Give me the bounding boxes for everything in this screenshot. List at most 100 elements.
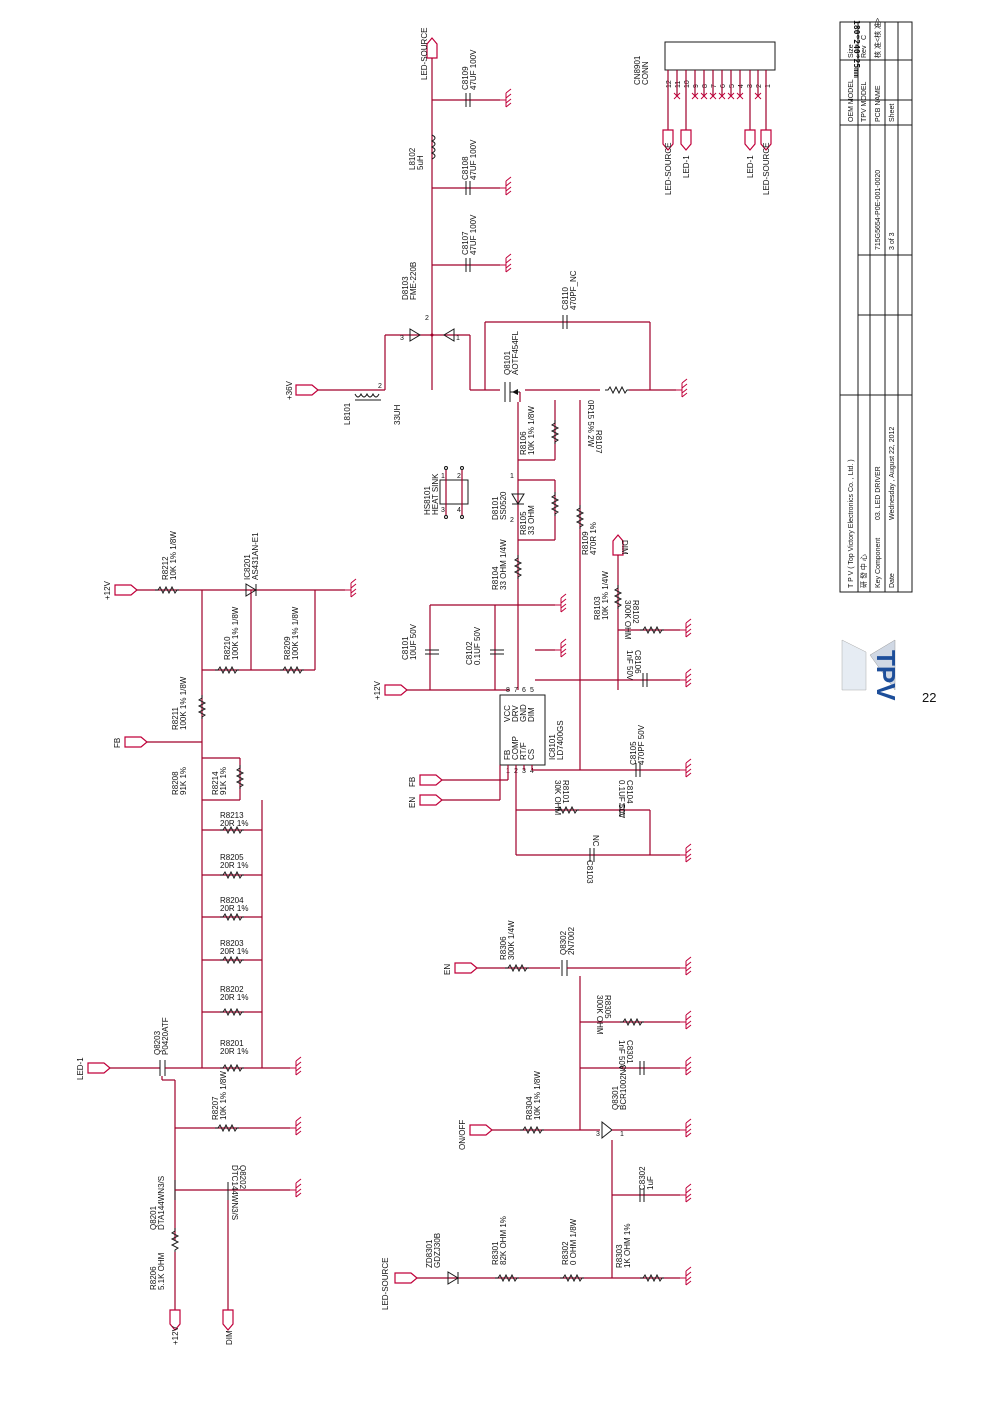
svg-text:7: 7	[514, 687, 518, 694]
svg-text:3: 3	[522, 768, 526, 775]
svg-text:1: 1	[456, 335, 460, 342]
fb-flag-ic	[419, 774, 443, 786]
c8101-ref: C8101	[401, 636, 410, 660]
c8301-ref: C8301	[625, 1040, 634, 1064]
q8101-ref: Q8101	[503, 350, 512, 375]
r8107-resistor	[604, 386, 630, 394]
c8105-value: 470PF 50V	[637, 724, 646, 765]
hs8101-value: HEAT SINK	[431, 473, 440, 515]
fb-net-label-ic: FB	[408, 777, 417, 787]
v12-net-label-bottom: +12V	[171, 1325, 180, 1345]
r8214-value: 91K 1%	[219, 767, 228, 795]
svg-text:CS: CS	[527, 749, 536, 760]
q8301-ref: Q8301	[611, 1085, 620, 1110]
title-rev-label: Rev	[861, 45, 868, 58]
cn8901-pin-number: 9	[693, 84, 700, 88]
r8102-ref: R8102	[631, 600, 640, 624]
fb-net-label: FB	[113, 738, 122, 748]
c8110-value: 470PF_NC	[569, 270, 578, 310]
r8213-ref: R8213	[220, 811, 244, 820]
ic8201-value: AS431AN-E1	[251, 532, 260, 580]
cn8901-pin-number: 2	[756, 84, 763, 88]
title-pcb-name-label: PCB NAME	[875, 85, 882, 122]
ic8101-right-pins: VCC DRV GND DIM 8 7 6 5	[503, 687, 536, 722]
q8202-ref: Q8202	[238, 1165, 247, 1190]
r8305-value: 300K OHM	[595, 995, 604, 1035]
r8205-ref: R8205	[220, 853, 244, 862]
c8103-value: NC	[591, 835, 600, 847]
r8105-value: 33 OHM	[527, 505, 536, 535]
c8302-ref: C8302	[638, 1166, 647, 1190]
en-net-label-ic: EN	[408, 797, 417, 808]
r8201-ground-icon	[289, 1056, 302, 1076]
r8306-ref: R8306	[499, 936, 508, 960]
on-off-flag	[469, 1124, 493, 1136]
r8107-ref: R8107	[594, 430, 603, 454]
d8103-diode-b	[443, 328, 455, 342]
d8101-diode	[511, 493, 525, 505]
svg-text:4: 4	[530, 768, 534, 775]
q8202-ground-icon	[289, 1178, 302, 1198]
r8101-value: 30K OHM	[553, 780, 562, 815]
led-source-flag-bottom	[394, 1272, 418, 1284]
c8101-capacitor	[424, 649, 440, 655]
boost-output-section: LED-SOURCE L8102 5uH C8109 47UF 100V C81…	[285, 28, 692, 884]
svg-text:5: 5	[530, 687, 534, 694]
dim-flag-bottom	[222, 1309, 234, 1331]
q8302-ref: Q8302	[559, 930, 568, 955]
title-rev-value: C	[861, 35, 868, 40]
v12-flag-ic	[384, 684, 408, 696]
c8101-value: 10UF 50V	[409, 623, 418, 660]
r8213-value: 20R 1%	[220, 819, 248, 828]
r8107-ground-icon	[675, 378, 688, 398]
r8109-ref: R8109	[581, 531, 590, 555]
r8302-value: 0 OHM 1/8W	[569, 1218, 578, 1265]
c8106-value: 1nF 50V	[625, 650, 634, 681]
title-date-label: Date	[889, 573, 896, 588]
cn8901-pin-number: 11	[675, 81, 682, 88]
hs8101-heat-sink	[439, 479, 469, 505]
l8102-ref: L8102	[408, 147, 417, 170]
r8214-ref: R8214	[211, 771, 220, 795]
r8303-ref: R8303	[615, 1244, 624, 1268]
r8212-value: 10K 1% 1/8W	[169, 531, 178, 580]
cn8901-pin-number: 10	[684, 80, 691, 88]
ic8101-chip	[499, 694, 546, 766]
en-flag-bottom	[454, 962, 478, 974]
svg-text:DIM: DIM	[527, 707, 536, 722]
r8305-ground-icon	[679, 1010, 692, 1030]
ic8201-ground-icon	[344, 578, 357, 598]
title-company: T P V ( Top Victory Electronics Co. , Lt…	[848, 459, 855, 588]
cn8901-net-1: LED-SOURCE	[664, 143, 673, 195]
on-off-net-label: ON/OFF	[458, 1120, 467, 1150]
r8206-resistor	[171, 1227, 179, 1253]
q8201-ref: Q8201	[149, 1205, 158, 1230]
svg-text:6: 6	[522, 687, 526, 694]
r8212-ref: R8212	[161, 556, 170, 580]
title-cn-value: <核 准>	[873, 18, 882, 42]
title-tpv-model-label: TPV MODEL	[861, 81, 868, 122]
c8104-ref: C8104	[625, 780, 634, 804]
title-block: T P V ( Top Victory Electronics Co. , Lt…	[839, 18, 913, 701]
c8108-value: 47UF 100V	[469, 139, 478, 180]
r8301-ref: R8301	[491, 1241, 500, 1265]
r8303-value: 1K OHM 1%	[623, 1224, 632, 1268]
q8301-ground-icon	[679, 1118, 692, 1138]
c8107-value: 47UF 100V	[469, 214, 478, 255]
q8201-value: DTA144WN3/S	[157, 1176, 166, 1230]
title-oem-model-label: OEM MODEL	[848, 79, 855, 122]
c8102-capacitor	[489, 649, 505, 655]
d8103-ref: D8103	[401, 276, 410, 300]
r8303-ground-icon	[679, 1266, 692, 1286]
l8101-ref: L8101	[343, 402, 352, 425]
r8107-value: 0R15 5% 2W	[586, 400, 595, 448]
svg-text:GND: GND	[519, 704, 528, 722]
title-size-value: 180*240*25mm	[852, 20, 861, 78]
q8203-ref: Q8203	[153, 1030, 162, 1055]
q8301-value: BCR1002N3	[619, 1065, 628, 1110]
r8106-value: 10K 1% 1/8W	[527, 406, 536, 455]
r8201-ref: R8201	[220, 1039, 244, 1048]
svg-text:3: 3	[400, 335, 404, 342]
c8106-ref: C8106	[633, 650, 642, 674]
title-pcb-name-value: 715G5654-P0E-001-0020	[875, 170, 882, 250]
